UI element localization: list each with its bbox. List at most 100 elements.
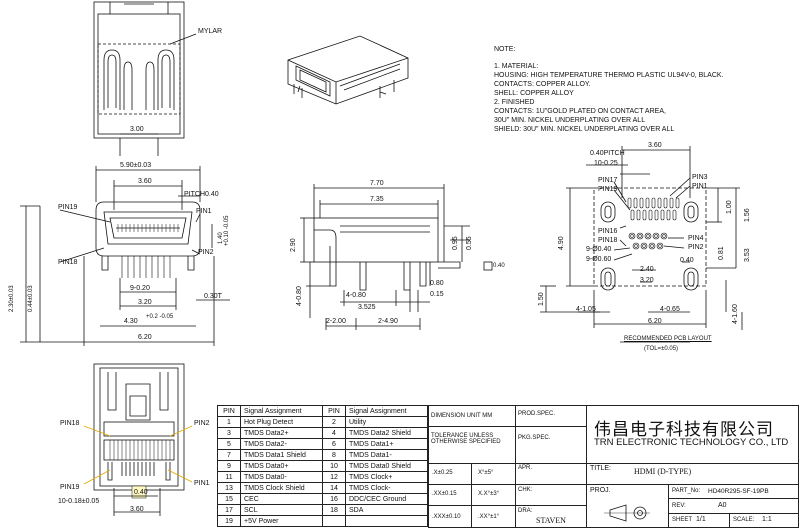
table-cell: 12 — [322, 471, 346, 483]
table-cell: TMDS Data1 Shield — [240, 449, 323, 461]
pcb-layout-view — [540, 146, 743, 343]
table-cell: 17 — [217, 504, 241, 516]
pin19-label: PIN19 — [58, 204, 78, 211]
pcb-pin2: PIN2 — [688, 244, 704, 251]
part-no-label: PART_No: — [672, 488, 701, 494]
dim-3-60: 3.60 — [138, 178, 152, 185]
dim-pcb-3-60: 3.60 — [648, 142, 662, 149]
tolerance-note: TOLERANCE UNLESS OTHERWISE SPECIFIED — [431, 433, 501, 445]
dim-3-53: 3.53 — [744, 248, 751, 262]
bottom-view — [83, 363, 193, 516]
table-cell: Utility — [345, 416, 428, 428]
table-header: Signal Assignment — [240, 405, 323, 417]
dim-2-30: 2.30±0.03 — [9, 285, 15, 312]
dim-9-dia-0-40: 9-Ø0.40 — [586, 246, 612, 253]
dim-7-70: 7.70 — [370, 180, 384, 187]
sheet-value: 1/1 — [696, 516, 706, 523]
dim-3-00: 3.00 — [130, 126, 144, 133]
rev-label: REV: — [672, 503, 686, 509]
dim-2-2-00: 2-2.00 — [326, 318, 346, 325]
dim-4-30: 4.30 — [124, 318, 138, 325]
table-cell: TMDS Data0- — [240, 471, 323, 483]
note-line: CONTACTS: 1U"GOLD PLATED ON CONTACT AREA… — [494, 108, 666, 115]
table-cell: 8 — [322, 449, 346, 461]
table-cell: SCL — [240, 504, 323, 516]
chk-label: CHK: — [518, 487, 533, 493]
isometric-view — [287, 35, 409, 105]
pcb-pin16: PIN16 — [598, 228, 618, 235]
front-view — [20, 166, 230, 346]
table-cell: +5V Power — [240, 515, 323, 527]
dim-3-20: 3.20 — [138, 299, 152, 306]
tol-1-linear: .X±0.25 — [432, 470, 453, 476]
company-name-cn: 伟昌电子科技有限公司 — [594, 420, 774, 439]
table-cell: 2 — [322, 416, 346, 428]
table-cell: 4 — [322, 427, 346, 439]
dim-4-0-80: 4-0.80 — [346, 292, 366, 299]
dim-1-00: 1.00 — [726, 200, 733, 214]
table-cell: TMDS Data2+ — [240, 427, 323, 439]
table-header: PIN — [217, 405, 241, 417]
projection-symbol — [604, 504, 650, 522]
note-line: 30U" MIN. NICKEL UNDERPLATING OVER ALL — [494, 117, 646, 124]
dim-1-50: 1.50 — [538, 292, 545, 306]
proj-label: PROJ. — [590, 487, 611, 494]
scale-value: 1:1 — [762, 516, 772, 523]
pcb-pin4: PIN4 — [688, 235, 704, 242]
part-no-value: HD40R295-SF-19PB — [708, 488, 769, 495]
dim-2-40: 2.40 — [640, 266, 654, 273]
table-cell — [322, 515, 346, 527]
dim-2-4-90: 2-4.90 — [378, 318, 398, 325]
dim-9-0-20: 9-0.20 — [130, 285, 150, 292]
title-block: DIMENSION UNIT MM TOLERANCE UNLESS OTHER… — [428, 405, 799, 528]
rev-value: A0 — [718, 502, 727, 509]
note-line: 1. MATERIAL: — [494, 63, 539, 70]
dim-0-15: 0.15 — [430, 291, 444, 298]
table-cell: TMDS Data1- — [345, 449, 428, 461]
dim-4-90: 4.90 — [558, 236, 565, 250]
pin2-label: PIN2 — [198, 249, 214, 256]
tol-3-linear: .XXX±0.10 — [432, 514, 461, 520]
tol-3-angle: .XX°±1° — [478, 514, 500, 520]
table-cell: 3 — [217, 427, 241, 439]
prod-spec-label: PROD.SPEC. — [518, 411, 556, 417]
pin-assignment-table: PIN Signal Assignment PIN Signal Assignm… — [217, 405, 428, 527]
table-row: 19+5V Power — [217, 515, 428, 527]
dimension-unit: DIMENSION UNIT MM — [431, 413, 493, 419]
table-cell: TMDS Data2- — [240, 438, 323, 450]
pcb-pin18: PIN18 — [598, 237, 618, 244]
table-cell: 10 — [322, 460, 346, 472]
pcb-pin17: PIN17 — [598, 177, 618, 184]
table-cell: TMDS Data0 Shield — [345, 460, 428, 472]
table-cell: 11 — [217, 471, 241, 483]
table-cell: 14 — [322, 482, 346, 494]
ref-tag: 0.40 — [493, 263, 505, 269]
company-name-en: TRN ELECTRONIC TECHNOLOGY CO., LTD — [594, 437, 789, 448]
title-value: HDMI (D-TYPE) — [634, 467, 692, 476]
dim-0-81: 0.81 — [718, 246, 725, 260]
drafter-name: STAVEN — [536, 516, 566, 525]
dim-6-20: 6.20 — [138, 334, 152, 341]
pcb-pin19: PIN19 — [598, 186, 618, 193]
dim-4-1-60: 4-1.60 — [732, 304, 739, 324]
pcb-layout-tolerance: (TOL=±0.05) — [644, 346, 679, 352]
table-cell: TMDS Data0+ — [240, 460, 323, 472]
table-cell: TMDS Data1+ — [345, 438, 428, 450]
dim-4-0-80-left: 4-0.80 — [296, 286, 303, 306]
table-cell: TMDS Clock Shield — [240, 482, 323, 494]
table-header: Signal Assignment — [345, 405, 428, 417]
tol-1-angle: X°±5° — [478, 470, 494, 476]
table-cell: 13 — [217, 482, 241, 494]
dim-3-525: 3.525 — [358, 304, 376, 311]
table-header: PIN — [322, 405, 346, 417]
table-cell: TMDS Clock- — [345, 482, 428, 494]
table-cell: 7 — [217, 449, 241, 461]
